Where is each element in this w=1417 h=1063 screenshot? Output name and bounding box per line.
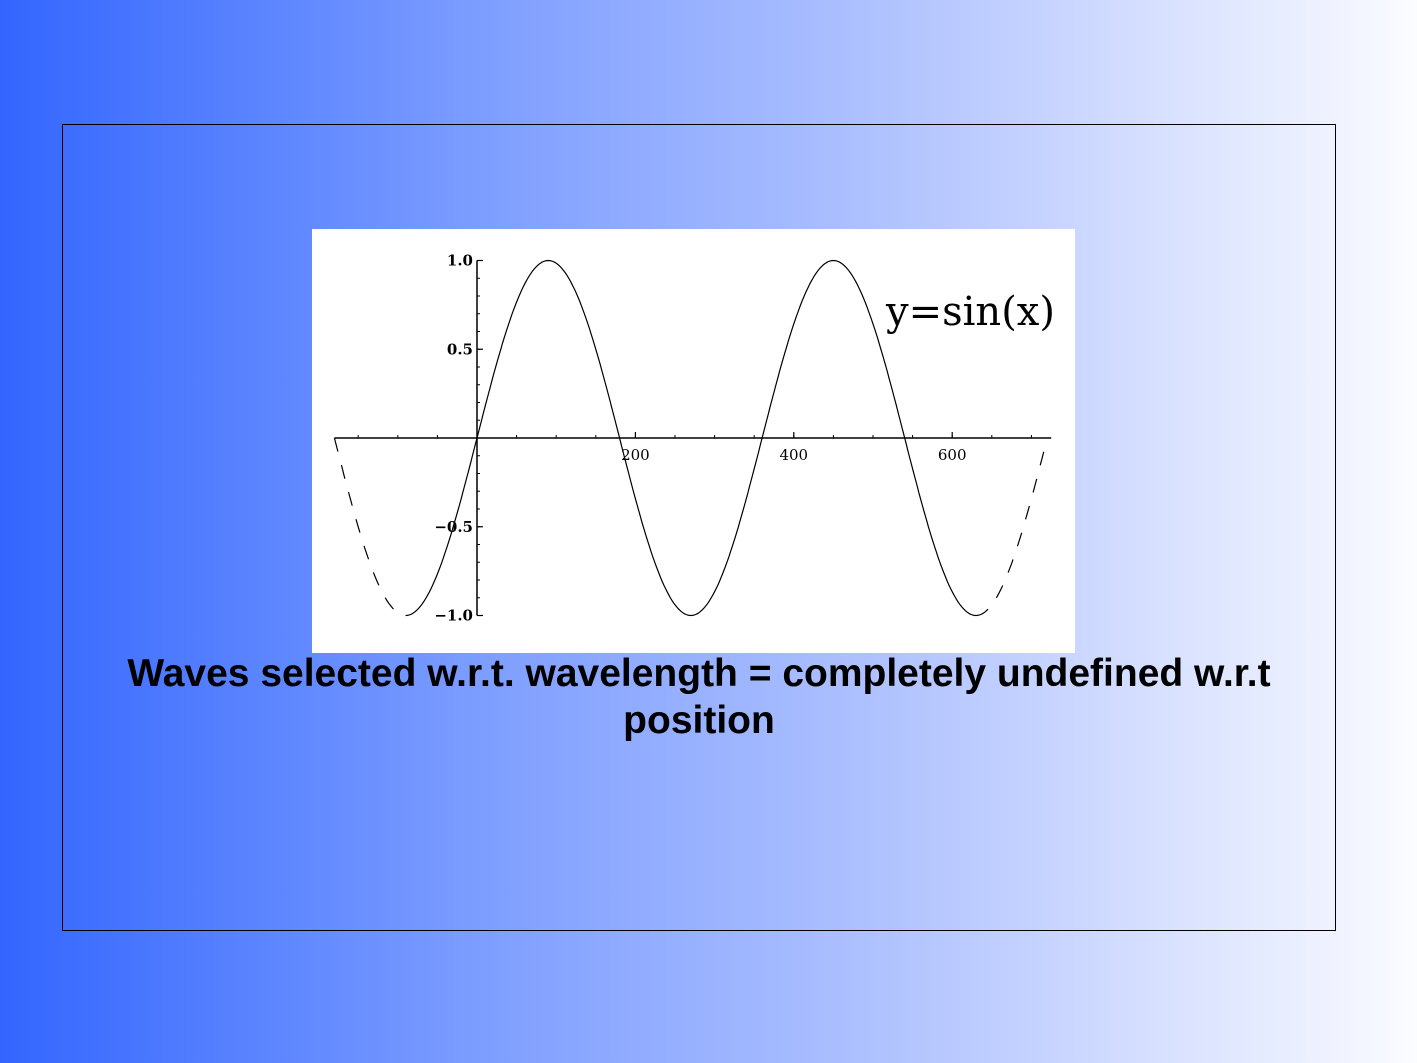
y-tick-label: −1.0 — [434, 607, 473, 625]
dashed-sine-curve — [333, 437, 406, 617]
y-tick-label: 0.5 — [447, 340, 473, 358]
x-tick-label: 200 — [621, 446, 650, 464]
sine-curve — [405, 259, 977, 617]
y-tick-label: 1.0 — [447, 252, 473, 270]
x-tick-label: 400 — [779, 446, 808, 464]
curve-annotation: y=sin(x) — [885, 289, 1055, 335]
slide-caption: Waves selected w.r.t. wavelength = compl… — [127, 652, 1271, 742]
dashed-sine-curve — [975, 437, 1048, 617]
x-tick-label: 600 — [938, 446, 967, 464]
slide-frame — [62, 124, 1336, 931]
